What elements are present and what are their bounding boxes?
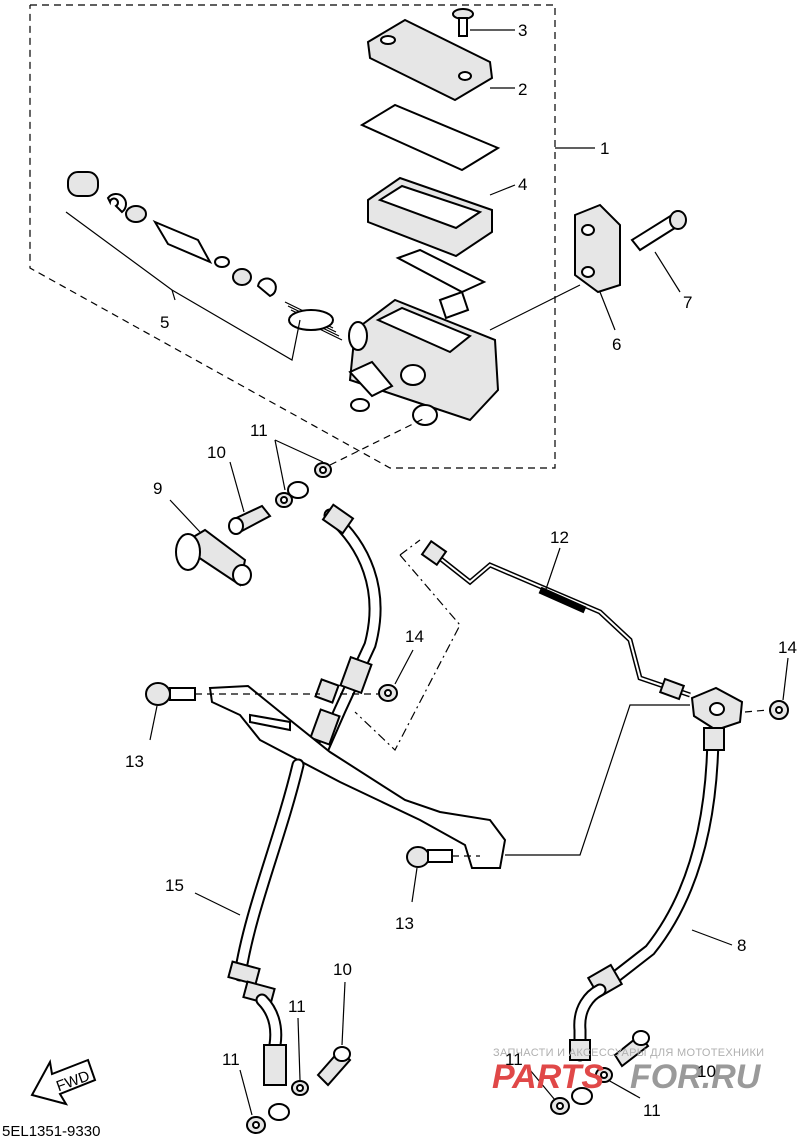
callout-15: 15 xyxy=(165,876,184,895)
assembly-boundary xyxy=(29,4,556,469)
part-11-washer-lower-left xyxy=(246,1080,309,1134)
part-12-brake-pipe xyxy=(420,539,691,701)
callout-8: 8 xyxy=(737,936,746,955)
part-11-washer-upper xyxy=(275,462,332,508)
part-1-master-cylinder xyxy=(348,290,500,426)
fwd-arrow-icon xyxy=(30,1058,97,1106)
callout-12: 12 xyxy=(550,528,569,547)
part-10-union-bolt-lower-right xyxy=(613,1030,650,1068)
part-11-washer-lower-right xyxy=(550,1067,613,1115)
callout-10-lower-left: 10 xyxy=(333,960,352,979)
part-15-brake-hose-left xyxy=(227,758,305,1086)
part-10-union-bolt-lower-left xyxy=(316,1046,352,1087)
callout-4: 4 xyxy=(518,175,527,194)
callout-9: 9 xyxy=(153,479,162,498)
callout-6: 6 xyxy=(612,335,621,354)
part-2-reservoir-cap xyxy=(366,18,494,102)
part-13-bolt-right xyxy=(406,846,453,868)
callout-14-right: 14 xyxy=(778,638,797,657)
callout-11-lower-left-b: 11 xyxy=(222,1050,240,1069)
part-14-nut-right xyxy=(769,700,789,720)
part-14-nut-center xyxy=(378,684,398,702)
watermark-brand-left: PARTS xyxy=(492,1058,604,1096)
callout-11-lower-right-b: 11 xyxy=(643,1101,661,1120)
watermark: ЗАПЧАСТИ И АКСЕССУАРЫ ДЛЯ МОТОТЕХНИКИ PA… xyxy=(492,1047,764,1096)
callout-10-lower-right: 10 xyxy=(697,1062,716,1081)
part-6-clamp xyxy=(574,203,621,294)
watermark-brand-right: FOR.RU xyxy=(630,1058,762,1096)
part-4-diaphragm xyxy=(359,103,501,294)
part-7-bolt xyxy=(630,210,687,252)
callout-11-upper: 11 xyxy=(250,421,268,440)
part-5-leader xyxy=(65,211,301,361)
callout-13-left: 13 xyxy=(125,752,144,771)
watermark-caption: ЗАПЧАСТИ И АКСЕССУАРЫ ДЛЯ МОТОТЕХНИКИ xyxy=(493,1047,764,1059)
part-5-piston-kit xyxy=(67,171,343,341)
callout-14-center: 14 xyxy=(405,627,424,646)
brake-hose-upper xyxy=(309,503,382,767)
callout-11-lower-right-a: 11 xyxy=(505,1050,523,1069)
callout-3: 3 xyxy=(518,21,527,40)
hose-stay-bracket xyxy=(208,678,507,869)
callout-5: 5 xyxy=(160,313,169,332)
part-8-brake-hose-right xyxy=(569,686,744,1062)
callout-13-right: 13 xyxy=(395,914,414,933)
callout-7: 7 xyxy=(683,293,692,312)
diagram-code: 5EL1351-9330 xyxy=(2,1123,100,1139)
part-10-union-bolt-upper xyxy=(228,504,272,535)
part-9-cover xyxy=(175,528,252,587)
callout-1: 1 xyxy=(600,139,609,158)
part-13-bolt-left xyxy=(145,682,196,706)
callout-10-upper: 10 xyxy=(207,443,226,462)
callout-2: 2 xyxy=(518,80,527,99)
part-3-screw xyxy=(452,8,474,37)
callout-11-lower-left-a: 11 xyxy=(288,997,306,1016)
